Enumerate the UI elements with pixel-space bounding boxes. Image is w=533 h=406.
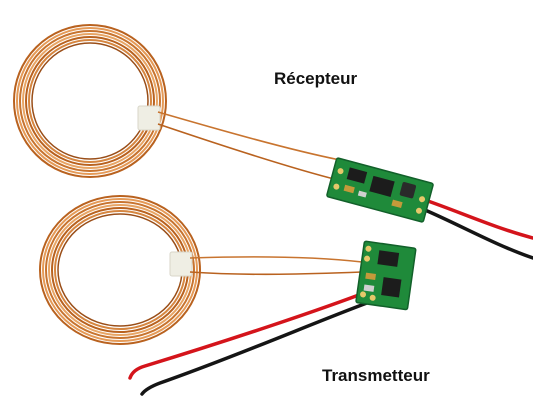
receiver-coil <box>13 24 167 178</box>
transmitter-coil-tape <box>169 251 193 277</box>
transmitter-label: Transmetteur <box>322 366 430 385</box>
transmitter-wires <box>128 288 377 396</box>
transmitter-coil <box>39 195 201 345</box>
transmitter-board <box>355 240 417 311</box>
receiver-coil-tape <box>137 105 161 131</box>
receiver-board <box>326 157 434 223</box>
receiver-wires <box>423 198 533 260</box>
transmitter-leads <box>189 256 363 276</box>
receiver-label: Récepteur <box>274 69 358 88</box>
receiver-leads <box>157 111 341 181</box>
